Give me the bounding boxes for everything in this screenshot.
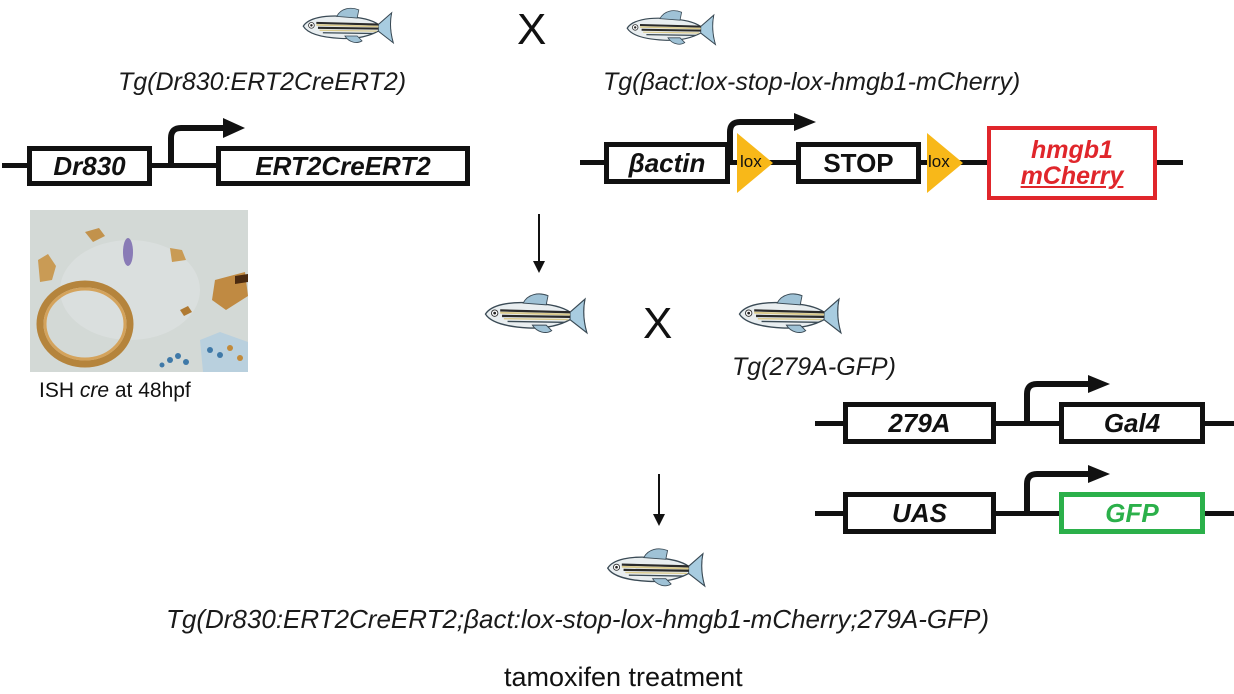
lox-label: lox: [740, 152, 762, 171]
zebrafish-icon: [733, 292, 849, 338]
cross-symbol: X: [517, 5, 547, 54]
down-arrow: [538, 214, 540, 264]
lox-site-icon: [927, 133, 963, 193]
reporter-box-hmgb1-mcherry: hmgb1 mCherry: [987, 126, 1157, 200]
parent1-label: Tg(Dr830:ERT2CreERT2): [118, 68, 407, 96]
arrowhead-icon: [653, 514, 665, 526]
promoter-box-uas: UAS: [843, 492, 996, 534]
lox-label: lox: [928, 152, 950, 171]
treatment-label: tamoxifen treatment: [504, 662, 743, 692]
ish-caption: ISH cre at 48hpf: [39, 379, 191, 402]
zebrafish-icon: [598, 547, 716, 591]
arrowhead-icon: [533, 261, 545, 273]
stop-box: STOP: [796, 142, 921, 184]
ish-micrograph: [30, 210, 248, 372]
promoter-box-dr830: Dr830: [27, 146, 152, 186]
down-arrow: [658, 474, 660, 518]
promoter-arrow-icon: [727, 113, 816, 162]
dna-line: [815, 421, 1234, 426]
dna-line: [815, 511, 1234, 516]
promoter-box-279a: 279A: [843, 402, 996, 444]
zebrafish-icon: [624, 8, 720, 50]
cross-symbol: X: [643, 299, 673, 348]
promoter-arrow-icon: [168, 118, 245, 164]
gene-box-gfp: GFP: [1059, 492, 1205, 534]
promoter-box-bactin: βactin: [604, 142, 730, 184]
promoter-arrow-icon: [1024, 465, 1110, 512]
lox-site-icon: [737, 133, 773, 193]
zebrafish-icon: [478, 292, 596, 338]
promoter-arrow-icon: [1024, 375, 1110, 422]
gene-box-gal4: Gal4: [1059, 402, 1205, 444]
gene-box-ert2creert2: ERT2CreERT2: [216, 146, 470, 186]
parent3-label: Tg(279A-GFP): [732, 353, 896, 381]
offspring-label: Tg(Dr830:ERT2CreERT2;βact:lox-stop-lox-h…: [166, 604, 990, 634]
parent2-label: Tg(βact:lox-stop-lox-hmgb1-mCherry): [603, 68, 1021, 96]
zebrafish-icon: [300, 6, 398, 48]
